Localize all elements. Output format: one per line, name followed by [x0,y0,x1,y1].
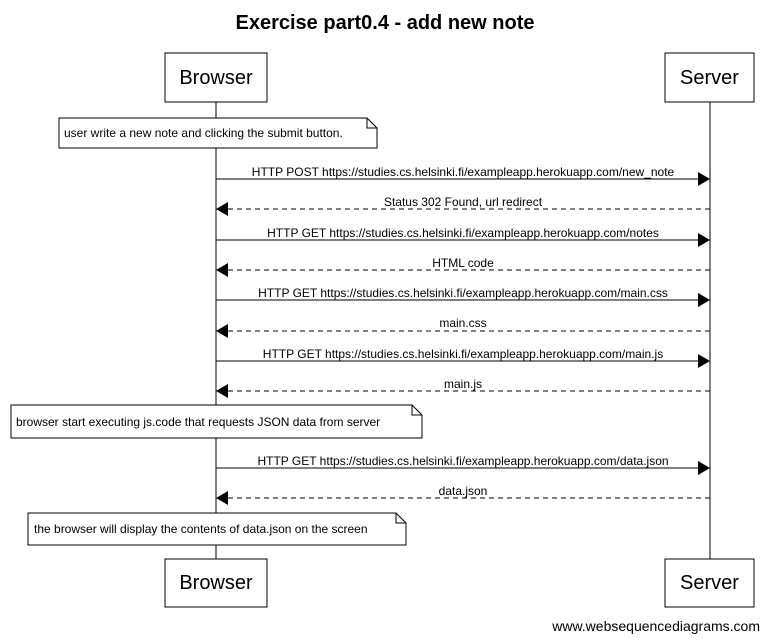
diagram-title: Exercise part0.4 - add new note [236,12,535,34]
message-status-302-label: Status 302 Found, url redirect [384,195,543,209]
note-browser-executes-js-text: browser start executing js.code that req… [16,415,380,429]
participant-browser-top: Browser [164,52,268,103]
message-data-json: data.json [216,484,710,505]
message-get-main-css: HTTP GET https://studies.cs.helsinki.fi/… [216,286,710,307]
message-status-302: Status 302 Found, url redirect [216,195,710,216]
note-user-submit: user write a new note and clicking the s… [58,117,378,149]
message-html-code-label: HTML code [432,256,494,270]
message-get-notes: HTTP GET https://studies.cs.helsinki.fi/… [216,226,710,247]
message-get-main-js-label: HTTP GET https://studies.cs.helsinki.fi/… [263,347,663,361]
note-browser-display: the browser will display the contents of… [27,512,407,546]
participant-server-bottom-label: Server [680,572,739,594]
note-browser-display-text: the browser will display the contents of… [34,522,368,536]
message-main-js-label: main.js [444,377,482,391]
participant-browser-bottom: Browser [164,558,268,608]
message-main-css: main.css [216,316,710,338]
message-data-json-label: data.json [439,484,488,498]
participant-server-top-label: Server [680,67,739,89]
note-browser-executes-js: browser start executing js.code that req… [10,404,423,439]
message-post-new-note: HTTP POST https://studies.cs.helsinki.fi… [216,165,710,186]
participant-browser-bottom-label: Browser [179,572,253,594]
message-html-code: HTML code [216,256,710,277]
message-get-main-js: HTTP GET https://studies.cs.helsinki.fi/… [216,347,710,368]
note-user-submit-text: user write a new note and clicking the s… [64,126,343,140]
message-get-notes-label: HTTP GET https://studies.cs.helsinki.fi/… [267,226,659,240]
message-get-data-json-label: HTTP GET https://studies.cs.helsinki.fi/… [257,454,668,468]
message-post-new-note-label: HTTP POST https://studies.cs.helsinki.fi… [252,165,675,179]
message-get-main-css-label: HTTP GET https://studies.cs.helsinki.fi/… [258,286,668,300]
participant-server-bottom: Server [664,558,755,608]
message-main-js: main.js [216,377,710,398]
watermark-text: www.websequencediagrams.com [551,618,760,634]
message-main-css-label: main.css [439,316,486,330]
message-get-data-json: HTTP GET https://studies.cs.helsinki.fi/… [216,454,710,475]
participant-server-top: Server [664,52,755,103]
participant-browser-top-label: Browser [179,67,253,89]
